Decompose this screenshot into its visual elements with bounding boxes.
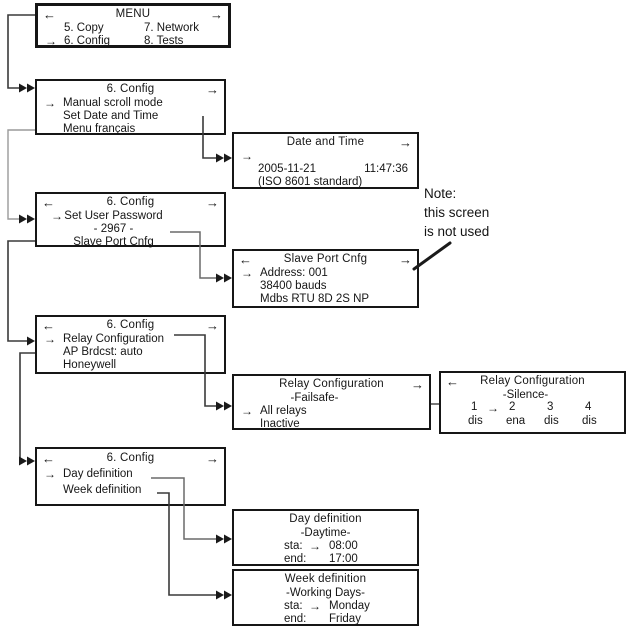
- screen-title: Date and Time: [286, 136, 365, 148]
- note-line: is not used: [424, 224, 490, 239]
- menu-item-slave-port-cnfg: Slave Port Cnfg: [73, 235, 154, 248]
- note-line: this screen: [424, 205, 490, 220]
- menu-item-tests: 8. Tests: [144, 34, 184, 47]
- lcd-screen-config-relay: ← 6. Config → → Relay Configuration AP Br…: [35, 315, 226, 374]
- menu-row: → 6. Config 8. Tests: [38, 34, 228, 47]
- screen-title: 6. Config: [106, 319, 155, 331]
- slave-protocol-value: Mdbs RTU 8D 2S NP: [260, 292, 370, 305]
- menu-item-ap-brdcst: AP Brdcst: auto: [63, 345, 143, 358]
- relay-state-row: dis ena dis dis: [441, 415, 624, 429]
- menu-item-day-definition: Day definition: [63, 468, 133, 480]
- nav-right-arrow-icon: →: [399, 251, 412, 267]
- relay-state: dis: [544, 415, 559, 427]
- slave-address-value: Address: 001: [260, 266, 328, 279]
- lcd-screen-config-password: ← 6. Config → →Set User Password - 2967 …: [35, 192, 226, 248]
- menu-item-set-date-time: Set Date and Time: [63, 109, 159, 122]
- screen-subtitle: -Working Days-: [285, 586, 366, 599]
- screen-title: Week definition: [284, 573, 367, 585]
- lcd-screen-slave-port: ← Slave Port Cnfg → → Address: 001 38400 …: [232, 249, 419, 308]
- note-line: Note:: [424, 186, 457, 201]
- nav-left-arrow-icon: ←: [43, 6, 56, 22]
- screen-title: 6. Config: [106, 196, 155, 208]
- relay-number: 3: [547, 401, 554, 413]
- cursor-arrow-icon: →: [487, 401, 499, 415]
- nav-right-arrow-icon: →: [210, 6, 223, 22]
- nav-left-arrow-icon: ←: [239, 251, 252, 267]
- start-value: 08:00: [329, 539, 358, 552]
- nav-left-arrow-icon: ←: [446, 373, 459, 389]
- lcd-screen-date-time: Date and Time → → 2005-11-21 11:47:36 (I…: [232, 132, 419, 189]
- menu-item-relay-configuration: Relay Configuration: [63, 332, 165, 345]
- menu-item-honeywell: Honeywell: [63, 358, 117, 371]
- screen-subtitle: -Daytime-: [300, 526, 351, 539]
- cursor-arrow-icon: →: [241, 148, 253, 163]
- end-value: Friday: [329, 612, 361, 625]
- cursor-arrow-icon: →: [309, 538, 321, 553]
- cursor-arrow-icon: →: [44, 467, 56, 481]
- relay-state: ena: [506, 415, 526, 427]
- start-value: Monday: [329, 599, 370, 612]
- screen-title: MENU: [115, 8, 151, 20]
- nav-left-arrow-icon: ←: [42, 317, 55, 333]
- cursor-arrow-icon: →: [309, 598, 321, 613]
- screen-title: Relay Configuration: [480, 375, 585, 387]
- menu-item-config: 6. Config: [64, 34, 111, 47]
- lcd-screen-menu: ← MENU → 5. Copy 7. Network → 6. Config …: [35, 3, 231, 48]
- date-standard-label: (ISO 8601 standard): [258, 175, 363, 188]
- start-label: sta:: [284, 539, 303, 552]
- relay-number: 4: [585, 401, 592, 413]
- nav-right-arrow-icon: →: [206, 81, 219, 97]
- screen-subtitle: -Failsafe-: [290, 391, 339, 404]
- lcd-screen-relay-silence: ← Relay Configuration -Silence- 1 → 2 3 …: [439, 371, 626, 434]
- lcd-screen-relay-failsafe: Relay Configuration → -Failsafe- → All re…: [232, 374, 431, 430]
- relay-number-row: 1 → 2 3 4: [441, 401, 624, 415]
- menu-item-week-definition: Week definition: [63, 484, 142, 496]
- menu-item-manual-scroll: Manual scroll mode: [63, 96, 163, 109]
- relay-number: 2: [509, 401, 516, 413]
- nav-left-arrow-icon: ←: [42, 194, 55, 210]
- end-label: end:: [284, 552, 307, 565]
- note-pointer-line: [412, 241, 452, 271]
- nav-right-arrow-icon: →: [206, 317, 219, 333]
- cursor-arrow-icon: →: [45, 33, 57, 48]
- nav-left-arrow-icon: ←: [42, 450, 55, 466]
- failsafe-state: Inactive: [260, 417, 300, 430]
- menu-item-network: 7. Network: [144, 21, 199, 34]
- lcd-screen-config-scroll: 6. Config → → Manual scroll mode Set Date…: [35, 79, 226, 135]
- nav-right-arrow-icon: →: [206, 450, 219, 466]
- screen-title: 6. Config: [106, 452, 155, 464]
- date-value: 2005-11-21: [258, 162, 316, 175]
- screen-title: 6. Config: [106, 83, 155, 95]
- relay-number: 1: [471, 401, 478, 413]
- relay-state: dis: [582, 415, 597, 427]
- start-label: sta:: [284, 599, 303, 612]
- cursor-arrow-icon: →: [241, 403, 253, 418]
- menu-item-copy: 5. Copy: [64, 21, 104, 34]
- screen-title: Relay Configuration: [279, 378, 384, 390]
- password-value: - 2967 -: [93, 222, 134, 235]
- screen-title: Slave Port Cnfg: [283, 253, 368, 265]
- failsafe-selection: All relays: [260, 404, 307, 417]
- nav-right-arrow-icon: →: [411, 376, 424, 392]
- time-value: 11:47:36: [364, 162, 408, 175]
- cursor-arrow-icon: →: [44, 95, 56, 110]
- cursor-arrow-icon: →: [241, 265, 253, 280]
- menu-row: 5. Copy 7. Network: [38, 21, 228, 34]
- lcd-screen-config-daytime: ← 6. Config → → Day definition Week defin…: [35, 447, 226, 506]
- lcd-screen-day-definition: Day definition -Daytime- sta: → 08:00 en…: [232, 509, 419, 566]
- relay-state: dis: [468, 415, 483, 427]
- screen-subtitle: -Silence-: [502, 388, 549, 401]
- menu-item-set-user-password: Set User Password: [64, 209, 163, 222]
- screen-title: Day definition: [289, 513, 362, 525]
- end-label: end:: [284, 612, 307, 625]
- note-annotation: Note: this screen is not used: [424, 184, 489, 241]
- nav-right-arrow-icon: →: [399, 134, 412, 150]
- menu-item-menu-francais: Menu français: [63, 122, 136, 135]
- cursor-arrow-icon: →: [44, 331, 56, 346]
- lcd-screen-week-definition: Week definition -Working Days- sta: → Mo…: [232, 569, 419, 626]
- slave-baud-value: 38400 bauds: [260, 279, 327, 292]
- end-value: 17:00: [329, 552, 358, 565]
- cursor-arrow-icon: →: [51, 208, 63, 223]
- nav-right-arrow-icon: →: [206, 194, 219, 210]
